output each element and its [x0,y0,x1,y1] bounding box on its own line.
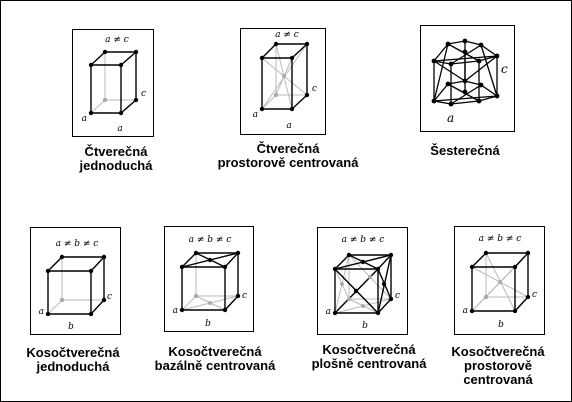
top-label: a ≠ b ≠ c [342,235,385,245]
top-label: a ≠ b ≠ c [479,234,522,244]
caption-line: Šesterečná [430,143,500,158]
bottom-label: a [117,124,122,134]
caption-ortho-simple: Kosočtverečná jednoduchá [26,346,119,374]
top-label: a ≠ c [105,35,129,45]
caption-ortho-face: Kosočtverečná plošně centrovaná [312,343,427,371]
caption-line: Kosočtverečná [451,344,545,359]
side-label: c [141,89,146,99]
hexagonal-cell: c a [431,38,508,125]
caption-line: centrovaná [463,372,533,387]
panel-hexagonal: c a [420,25,515,132]
caption-line: Kosočtverečná [168,344,262,359]
side-label: c [107,292,112,302]
caption-line: jednoduchá [79,158,153,173]
side-label: c [532,290,537,300]
caption-line: Kosočtverečná [322,342,416,357]
caption-tetragonal-body: Čtverečná prostorově centrovaná [218,142,359,170]
bottom-label: a [447,111,454,125]
top-label: a ≠ b ≠ c [189,235,232,245]
bottom-label: b [205,319,211,329]
bottom-label: b [362,321,368,331]
panel-ortho-body: a ≠ b ≠ c c a b [454,226,545,335]
bottom-label: a [286,121,291,131]
left-label: a [82,114,87,124]
tetragonal-body-cell: a ≠ c c a a [253,30,317,131]
caption-line: plošně centrovaná [311,356,427,371]
caption-line: prostorově [464,358,532,373]
top-label: a ≠ c [275,30,299,40]
caption-line: bazálně centrovaná [154,358,276,373]
left-label: a [253,110,258,120]
side-label: c [395,291,400,301]
tetragonal-simple-cell: a ≠ c c a a [82,35,146,134]
left-label: a [173,306,178,316]
bottom-label: b [498,320,504,330]
top-label: a ≠ b ≠ c [56,239,99,249]
panel-ortho-face: a ≠ b ≠ c c a b [317,227,408,335]
panel-ortho-base: a ≠ b ≠ c c a b [164,226,254,332]
ortho-body-cell: a ≠ b ≠ c c a b [463,234,537,330]
ortho-face-cell: a ≠ b ≠ c c a b [326,235,400,331]
panel-ortho-simple: a ≠ b ≠ c c a b [30,227,121,335]
side-label: c [242,291,247,301]
left-label: a [463,306,468,316]
bottom-label: b [68,322,74,332]
caption-ortho-base: Kosočtverečná bazálně centrovaná [155,345,276,373]
ortho-simple-cell: a ≠ b ≠ c c a b [39,239,112,332]
caption-tetragonal-simple: Čtverečná jednoduchá [80,145,153,173]
panel-tetragonal-simple: a ≠ c c a a [72,29,154,137]
side-label: c [312,84,317,94]
caption-line: Čtverečná [256,141,320,156]
left-label: a [326,307,331,317]
caption-ortho-body: Kosočtverečná prostorově centrovaná [451,345,544,387]
caption-line: jednoduchá [36,359,110,374]
side-label: c [501,62,508,76]
caption-line: prostorově centrovaná [217,155,359,170]
panel-tetragonal-body: a ≠ c c a a [240,28,326,135]
caption-line: Čtverečná [84,144,148,159]
caption-line: Kosočtverečná [26,345,120,360]
left-label: a [39,307,44,317]
caption-hexagonal: Šesterečná [430,144,499,158]
ortho-base-cell: a ≠ b ≠ c c a b [173,235,247,329]
